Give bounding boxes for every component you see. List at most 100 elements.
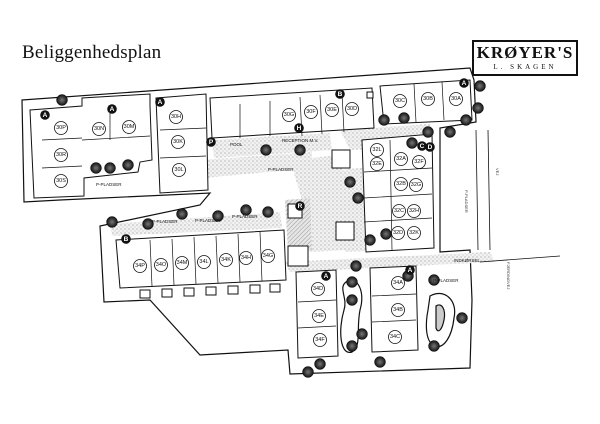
entrance-marker: C bbox=[417, 141, 427, 151]
unit-label: 32G bbox=[411, 182, 421, 188]
unit-label: 32H bbox=[409, 208, 419, 214]
tree-icon bbox=[428, 274, 440, 286]
unit-marker[interactable]: 34O bbox=[154, 258, 168, 272]
unit-marker[interactable]: 34E bbox=[312, 309, 326, 323]
unit-marker[interactable]: 34H bbox=[239, 251, 253, 265]
unit-marker[interactable]: 34K bbox=[219, 253, 233, 267]
page-title: Beliggenhedsplan bbox=[22, 42, 162, 63]
marker-letter: A bbox=[324, 273, 329, 280]
unit-marker[interactable]: 30E bbox=[325, 103, 339, 117]
unit-marker[interactable]: 32L bbox=[370, 143, 384, 157]
entrance-marker: A bbox=[40, 110, 50, 120]
unit-marker[interactable]: 30A bbox=[449, 92, 463, 106]
entrance-marker: D bbox=[425, 142, 435, 152]
unit-label: 32L bbox=[372, 147, 381, 153]
entrance-marker: B bbox=[121, 234, 131, 244]
unit-label: 30F bbox=[306, 109, 316, 115]
tree-icon bbox=[294, 144, 306, 156]
tree-icon bbox=[212, 210, 224, 222]
unit-label: 30N bbox=[94, 126, 104, 132]
unit-label: 34E bbox=[314, 313, 324, 319]
area-label-pplads4: P-PLADSER bbox=[195, 218, 221, 223]
tree-icon bbox=[302, 366, 314, 378]
unit-label: 30C bbox=[395, 98, 405, 104]
unit-marker[interactable]: 34L bbox=[197, 255, 211, 269]
unit-marker[interactable]: 30S bbox=[54, 174, 68, 188]
entrance-marker: H bbox=[294, 123, 304, 133]
marker-letter: A bbox=[158, 99, 163, 106]
unit-label: 34F bbox=[315, 337, 325, 343]
hotel-logo: KRØYER'S L. SKAGEN bbox=[472, 40, 578, 76]
marker-letter: B bbox=[124, 236, 129, 243]
unit-marker[interactable]: 30L bbox=[172, 163, 186, 177]
unit-marker[interactable]: 30C bbox=[393, 94, 407, 108]
unit-label: 34D bbox=[313, 286, 323, 292]
unit-label: 34M bbox=[177, 260, 188, 266]
unit-marker[interactable]: 30R bbox=[54, 148, 68, 162]
unit-label: 34O bbox=[156, 262, 167, 268]
entrance-marker: A bbox=[321, 271, 331, 281]
unit-label: 30D bbox=[347, 106, 357, 112]
tree-icon bbox=[380, 228, 392, 240]
unit-marker[interactable]: 34B bbox=[391, 303, 405, 317]
unit-marker[interactable]: 30H bbox=[169, 110, 183, 124]
area-label-indkorsel: INDKØRSEL bbox=[454, 258, 481, 263]
unit-marker[interactable]: 34G bbox=[261, 249, 275, 263]
unit-marker[interactable]: 34M bbox=[175, 256, 189, 270]
unit-marker[interactable]: 34D bbox=[311, 282, 325, 296]
road-fjerde-label: FJERDINGVEJ bbox=[506, 262, 511, 289]
unit-label: 30G bbox=[284, 112, 294, 118]
unit-marker[interactable]: 30M bbox=[122, 120, 136, 134]
outbuildings bbox=[139, 91, 374, 299]
logo-subtitle: L. SKAGEN bbox=[493, 63, 557, 71]
tree-icon bbox=[344, 176, 356, 188]
unit-marker[interactable]: 32K bbox=[407, 226, 421, 240]
unit-marker[interactable]: 32C bbox=[392, 204, 406, 218]
tree-icon bbox=[406, 137, 418, 149]
unit-marker[interactable]: 34C bbox=[388, 330, 402, 344]
tree-icon bbox=[356, 328, 368, 340]
unit-label: 30P bbox=[56, 125, 66, 131]
tree-icon bbox=[142, 218, 154, 230]
tree-icon bbox=[176, 208, 188, 220]
tree-icon bbox=[122, 159, 134, 171]
unit-marker[interactable]: 34F bbox=[313, 333, 327, 347]
tree-icon bbox=[104, 162, 116, 174]
entrance-marker: A bbox=[155, 97, 165, 107]
unit-marker[interactable]: 32B bbox=[394, 177, 408, 191]
unit-marker[interactable]: 30G bbox=[282, 108, 296, 122]
unit-marker[interactable]: 34A bbox=[391, 276, 405, 290]
unit-marker[interactable]: 30N bbox=[92, 122, 106, 136]
unit-marker[interactable]: 32G bbox=[409, 178, 423, 192]
unit-marker[interactable]: 30P bbox=[54, 121, 68, 135]
area-label-pplads1: P-PLADSER bbox=[96, 182, 122, 187]
tree-icon bbox=[346, 340, 358, 352]
unit-marker[interactable]: 32A bbox=[394, 152, 408, 166]
tree-icon bbox=[428, 340, 440, 352]
unit-marker[interactable]: 32H bbox=[407, 204, 421, 218]
unit-marker[interactable]: 30D bbox=[345, 102, 359, 116]
unit-label: 30H bbox=[171, 114, 181, 120]
unit-marker[interactable]: 32D bbox=[391, 226, 405, 240]
marker-letter: A bbox=[110, 106, 115, 113]
unit-marker[interactable]: 32F bbox=[412, 155, 426, 169]
area-label-pplads2: P-PLADSER bbox=[268, 167, 294, 172]
unit-marker[interactable]: 30F bbox=[304, 105, 318, 119]
interior-walls bbox=[41, 81, 445, 329]
marker-letter: A bbox=[462, 80, 467, 87]
unit-label: 32E bbox=[372, 161, 382, 167]
unit-label: 34G bbox=[263, 253, 273, 259]
unit-marker[interactable]: 30K bbox=[171, 135, 185, 149]
unit-marker[interactable]: 32E bbox=[370, 157, 384, 171]
tree-icon bbox=[262, 206, 274, 218]
entrance-marker: R bbox=[295, 201, 305, 211]
marker-letter: A bbox=[408, 267, 413, 274]
entrance-marker: A bbox=[405, 265, 415, 275]
area-label-pplads5: P-PLADSER bbox=[232, 214, 258, 219]
unit-marker[interactable]: 30B bbox=[421, 92, 435, 106]
unit-marker[interactable]: 34P bbox=[133, 259, 147, 273]
unit-label: 30S bbox=[56, 178, 66, 184]
